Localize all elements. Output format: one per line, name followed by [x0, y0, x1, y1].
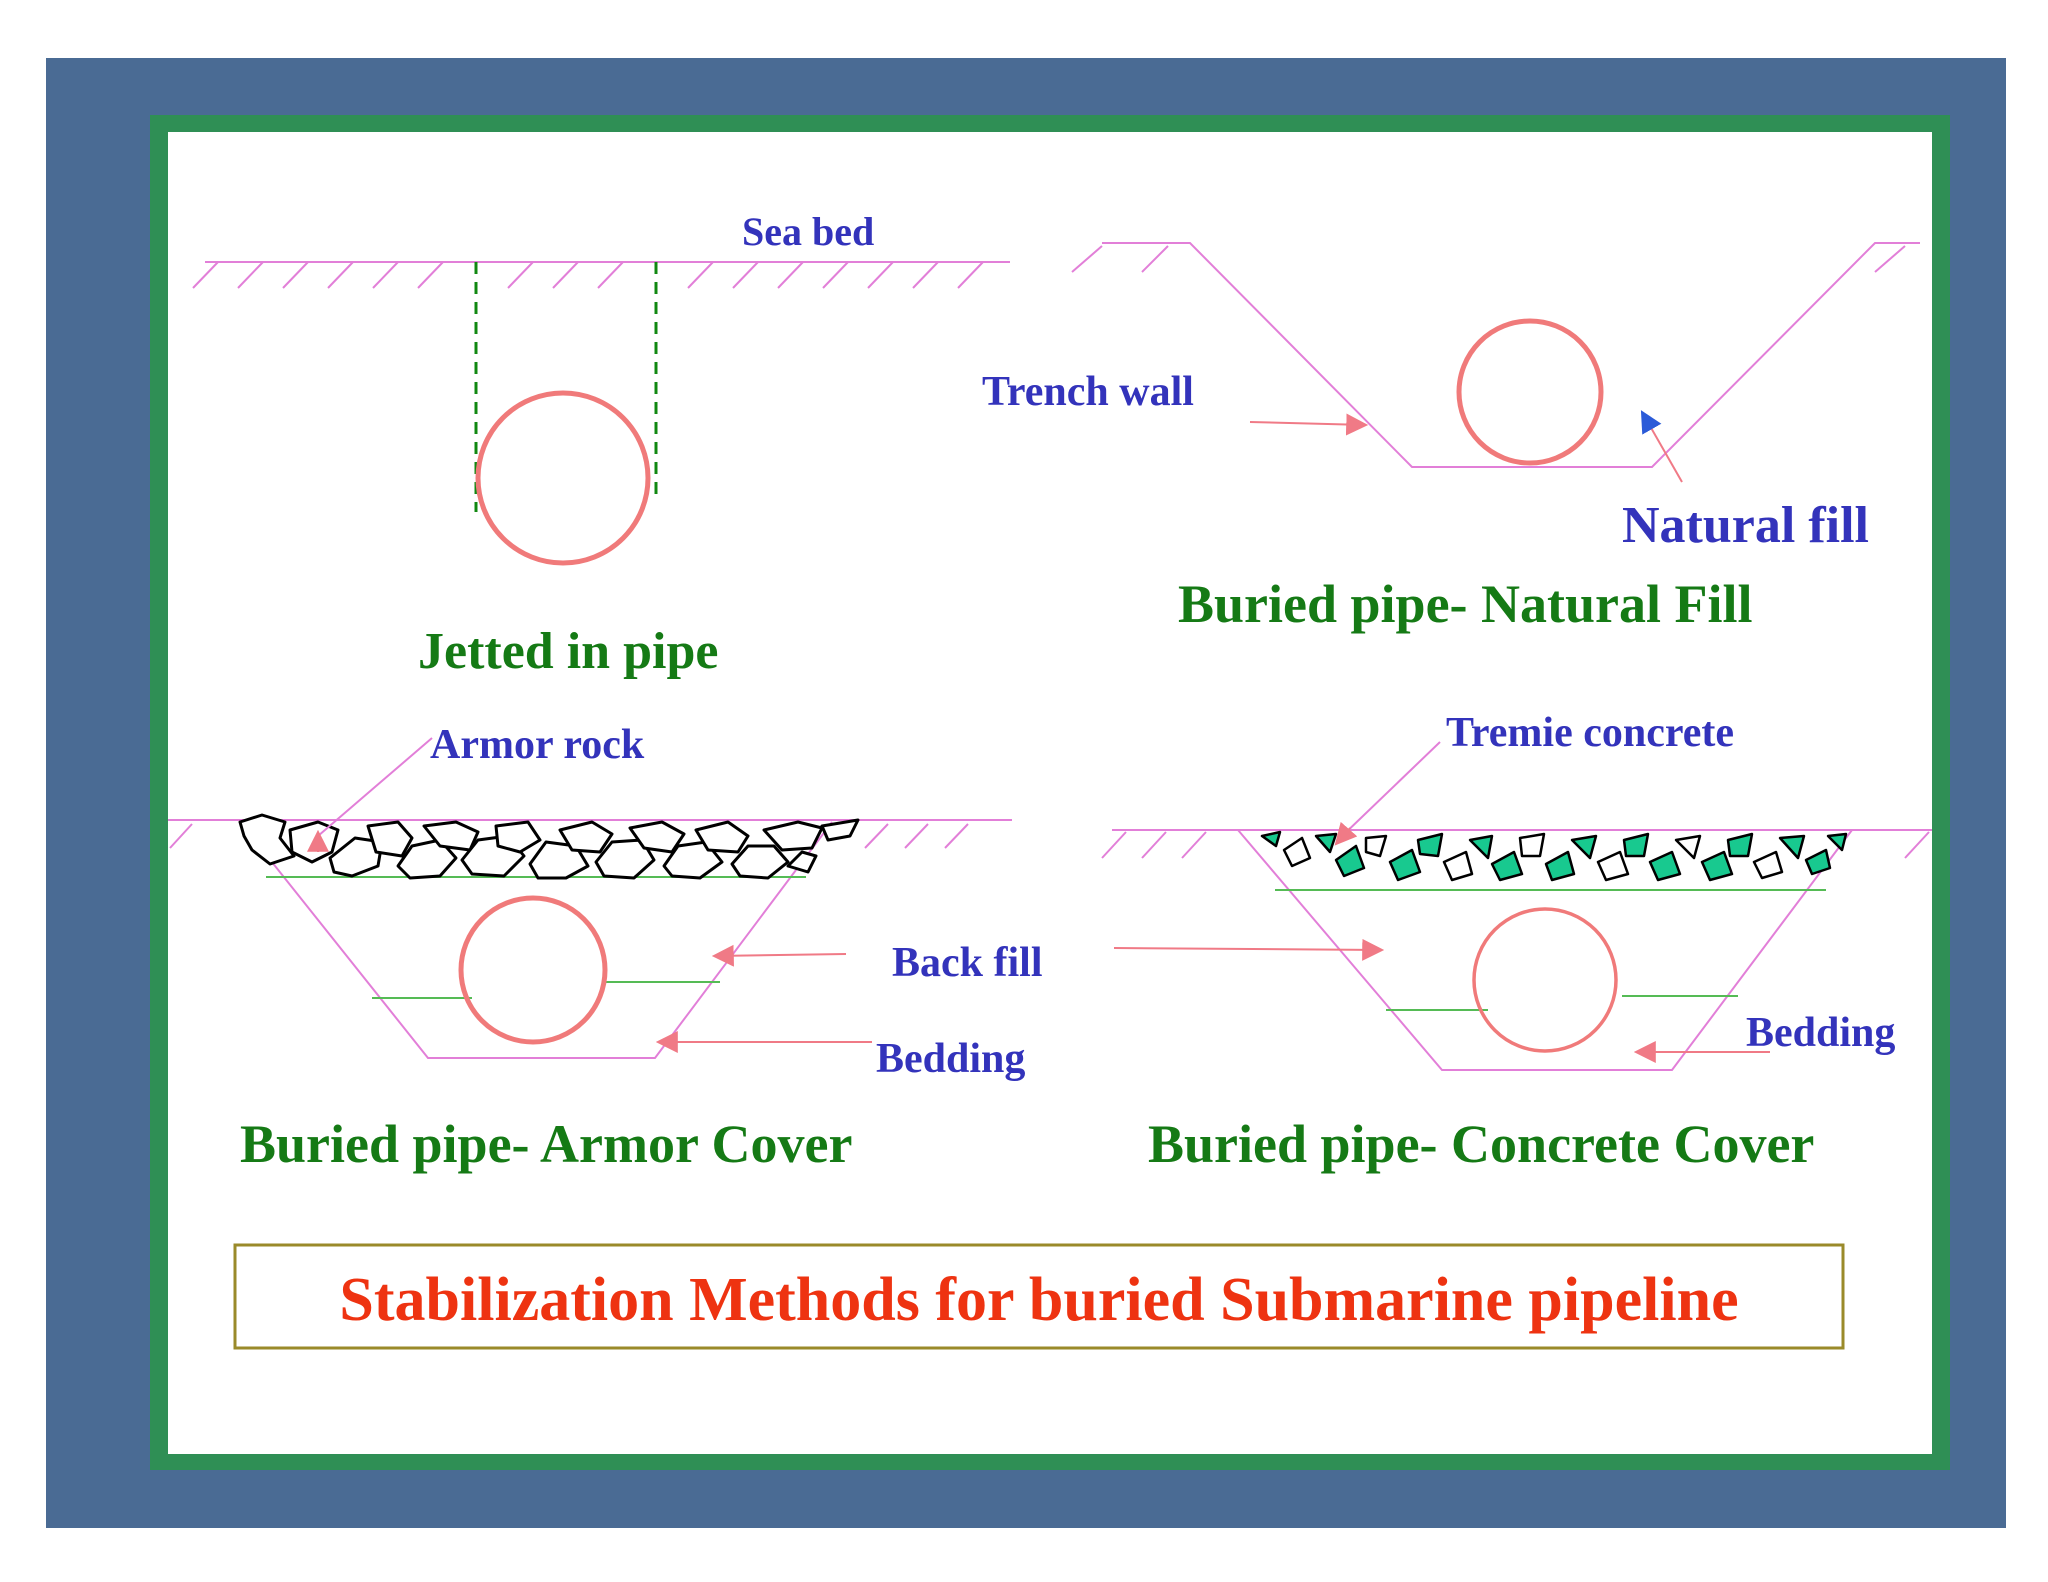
trench-outline — [239, 821, 833, 1059]
label-sea-bed: Sea bed — [742, 209, 874, 254]
title-box — [233, 1243, 1845, 1350]
label-bedding-left: Bedding — [876, 1036, 1025, 1082]
armor-cover-diagram: Armor rock Bedding Buried pipe- Armor Co… — [168, 722, 1025, 1174]
natural-fill-diagram: Trench wall Natural fill Buried pipe- Na… — [982, 242, 1920, 634]
seabed-hatching — [1071, 245, 1906, 273]
caption-concrete-cover: Buried pipe- Concrete Cover — [1148, 1114, 1814, 1174]
diagram-panel — [168, 132, 1932, 1454]
label-back-fill: Back fill — [892, 940, 1043, 986]
trench-outline — [1102, 242, 1920, 468]
arrow-trench-wall — [1249, 413, 1369, 436]
seabed-hatching — [192, 261, 984, 289]
label-trench-wall: Trench wall — [982, 369, 1194, 415]
seabed-hatching — [1101, 831, 1930, 859]
seabed-hatching — [169, 823, 969, 849]
arrow-back-fill-left — [711, 944, 847, 967]
jetted-in-pipe-diagram: Sea bed Jetted in pipe — [192, 209, 1010, 680]
arrow-natural-fill — [1640, 410, 1683, 483]
label-bedding-right: Bedding — [1746, 1010, 1895, 1056]
concrete-cover-diagram: Tremie concrete Bedding Buried pipe- Con… — [1101, 710, 1932, 1174]
caption-jetted-in-pipe: Jetted in pipe — [418, 623, 718, 680]
pipe-circle — [1472, 907, 1618, 1053]
label-natural-fill: Natural fill — [1622, 497, 1869, 554]
caption-armor-cover: Buried pipe- Armor Cover — [240, 1114, 852, 1174]
label-armor-rock: Armor rock — [430, 722, 645, 768]
pipe-circle — [475, 390, 651, 566]
caption-natural-fill: Buried pipe- Natural Fill — [1178, 574, 1753, 634]
arrow-tremie-concrete — [1334, 821, 1358, 846]
slide-title: Stabilization Methods for buried Submari… — [339, 1266, 1738, 1334]
tremie-concrete-layer — [1260, 830, 1848, 882]
arrow-back-fill-right — [1113, 938, 1385, 961]
armor-rock-layer — [238, 813, 860, 880]
label-tremie-concrete: Tremie concrete — [1446, 710, 1734, 756]
armor-rock-leader — [317, 737, 433, 837]
pipe-circle — [458, 895, 608, 1045]
pipe-circle — [1456, 318, 1604, 466]
